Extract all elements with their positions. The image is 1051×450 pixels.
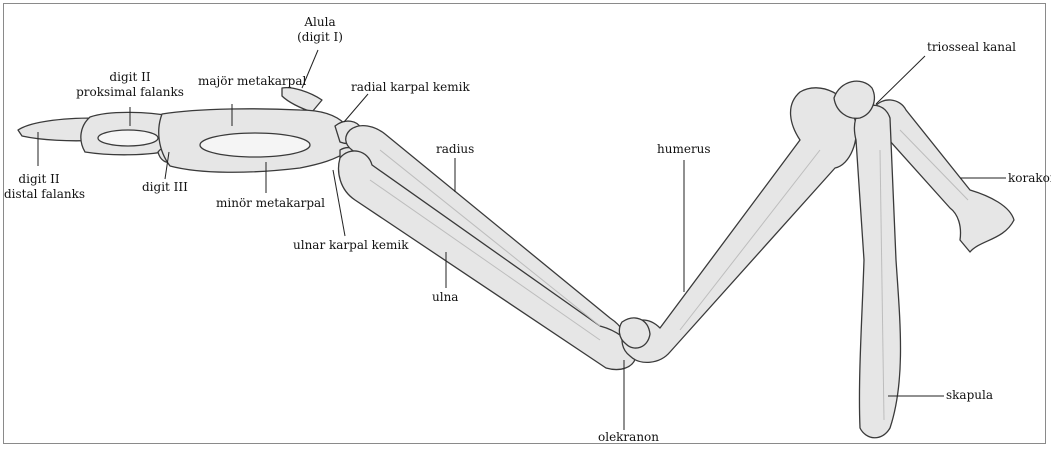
proximal-phalanx-window: [98, 130, 158, 146]
alula-bone: [282, 88, 322, 112]
label-ulnar-carpal: ulnar karpal kemik: [293, 238, 409, 253]
label-minor-metacarpal: minör metakarpal: [216, 196, 325, 211]
humerus-bone: [622, 88, 856, 363]
label-digit2-distal-line1: digit II: [4, 172, 74, 187]
label-radius: radius: [436, 142, 474, 157]
scapula-bone: [854, 105, 900, 438]
label-digit2-proximal-line1: digit II: [70, 70, 190, 85]
label-triosseal: triosseal kanal: [927, 40, 1016, 55]
label-digit2-proximal-line2: proksimal falanks: [70, 85, 190, 100]
label-alula-line1: Alula: [290, 15, 350, 30]
leader-radial-carpal: [344, 94, 368, 122]
label-ulna: ulna: [432, 290, 458, 305]
label-radial-carpal: radial karpal kemik: [351, 80, 470, 95]
label-major-metacarpal: majör metakarpal: [198, 74, 306, 89]
label-digit2-proximal: digit II proksimal falanks: [70, 70, 190, 100]
label-humerus: humerus: [657, 142, 711, 157]
label-digit2-distal-line2: distal falanks: [4, 187, 74, 202]
label-alula: Alula (digit I): [290, 15, 350, 45]
ulna-bone: [339, 151, 636, 370]
label-digit3: digit III: [142, 180, 188, 195]
label-korakoid: korakoid: [1008, 171, 1051, 186]
label-digit2-distal: digit II distal falanks: [4, 172, 74, 202]
label-alula-line2: (digit I): [290, 30, 350, 45]
metacarpal-window: [200, 133, 310, 157]
leader-triosseal: [876, 56, 925, 104]
label-olekranon: olekranon: [598, 430, 659, 445]
label-skapula: skapula: [946, 388, 993, 403]
